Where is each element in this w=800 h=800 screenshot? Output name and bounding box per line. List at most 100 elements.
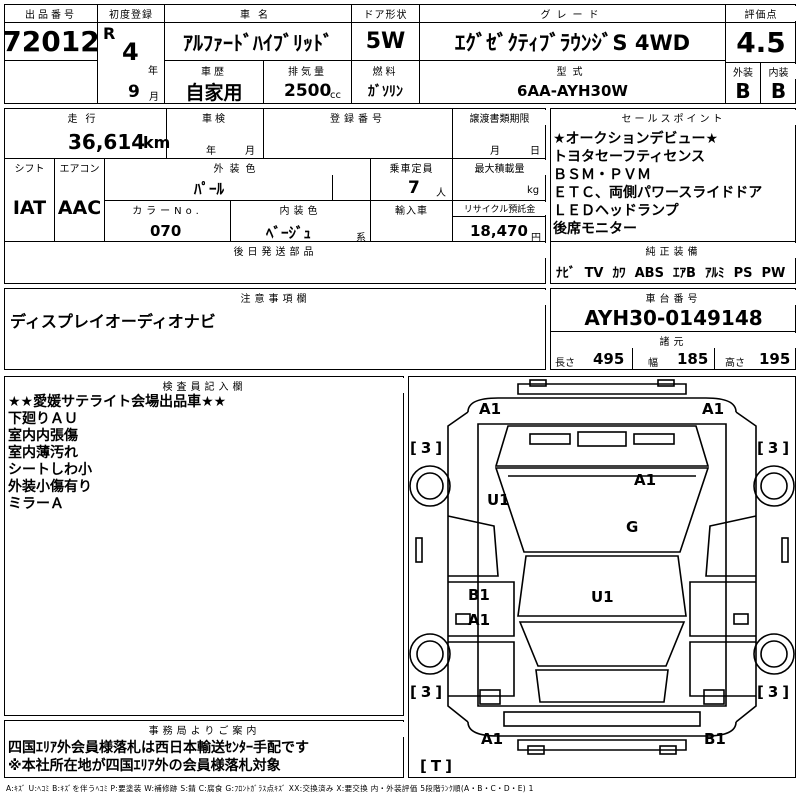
equip-item: ｴｱB <box>673 266 696 281</box>
reg-month: 9 <box>128 82 140 102</box>
chassis-label: 車台番号 <box>551 290 796 305</box>
history: 自家用 <box>185 81 243 104</box>
door-label: ドア形状 <box>352 6 419 21</box>
int-color-suffix: 系 <box>356 233 366 244</box>
width: 185 <box>677 350 709 368</box>
displacement-label: 排気量 <box>264 63 351 78</box>
exterior-score: B <box>735 79 751 103</box>
transfer-month-unit: 月 <box>490 146 500 157</box>
sales-item: 後席モニター <box>553 221 637 237</box>
chassis-number: AYH30-0149148 <box>584 306 763 330</box>
model: 6AA-AYH30W <box>517 82 628 100</box>
inspector-label: 検査員記入欄 <box>5 378 404 393</box>
mark-front-left: A1 <box>479 400 502 418</box>
inspector-line: 室内内張傷 <box>8 428 78 444</box>
history-label: 車歴 <box>165 63 263 78</box>
office-line: ※本社所在地が四国ｴﾘｱ外の会員様落札対象 <box>8 758 281 774</box>
legend: A:ｷｽﾞ U:ﾍｺﾐ B:ｷｽﾞを伴うﾍｺﾐ P:要塗装 W:補修跡 S:錆 … <box>6 784 534 793</box>
model-label: 型式 <box>420 63 725 78</box>
inspector-line: シートしわ小 <box>8 462 92 478</box>
inspector-notes: ★★愛媛サテライト会場出品車★★ 下廻りＡＵ 室内内張傷 室内薄汚れ シートしわ… <box>8 394 226 513</box>
km-unit: km <box>143 133 171 152</box>
equipment-list: ﾅﾋﾞ TV ｶﾜ ABS ｴｱB ｱﾙﾐ PS PW <box>556 262 785 281</box>
height-label: 高さ <box>725 358 745 369</box>
mileage-label: 走行 <box>5 110 166 125</box>
equip-item: PS <box>733 266 753 281</box>
mark-rear-left: A1 <box>481 730 504 748</box>
car-diagram <box>409 379 795 755</box>
notes-text: ディスプレイオーディオナビ <box>10 312 216 331</box>
inspector-line: ミラーＡ <box>8 496 64 512</box>
inspector-line: 下廻りＡＵ <box>8 411 78 427</box>
inspector-box <box>4 376 404 716</box>
load-label: 最大積載量 <box>453 160 546 175</box>
era: R <box>103 24 116 43</box>
interior-label: 内装 <box>761 64 796 79</box>
lot-no-label: 出品番号 <box>5 6 97 21</box>
capacity: 7 <box>408 178 420 198</box>
mark-rear-right: B1 <box>704 730 726 748</box>
grade-label: グレード <box>420 6 725 21</box>
car-name: ｱﾙﾌｧｰﾄﾞﾊｲﾌﾞﾘｯﾄﾞ <box>183 31 333 55</box>
reg-year: 4 <box>122 38 139 66</box>
equip-item: ﾅﾋﾞ <box>556 266 576 281</box>
import-label: 輸入車 <box>371 202 452 217</box>
interior-color: ﾍﾞｰｼﾞｭ <box>266 224 312 242</box>
color-no-label: カラーNo. <box>105 202 230 217</box>
equip-item: ABS <box>634 266 664 281</box>
shift-label: シフト <box>5 160 54 175</box>
transfer-label: 譲渡書類期限 <box>453 110 546 125</box>
year-unit: 年 <box>148 66 158 77</box>
cc-unit: cc <box>330 90 341 101</box>
color-number: 070 <box>150 222 182 240</box>
shift: IAT <box>12 197 47 219</box>
mark-left-rear-upper: B1 <box>468 586 490 604</box>
mark-front-right: A1 <box>702 400 725 418</box>
equip-item: ｱﾙﾐ <box>705 266 725 281</box>
ac-label: エアコン <box>55 160 104 175</box>
tire-front-left: [3] <box>410 439 447 457</box>
grade: ｴｸﾞｾﾞｸﾃｨﾌﾞﾗｳﾝｼﾞS 4WD <box>454 30 691 55</box>
equip-label: 純正装備 <box>551 243 796 258</box>
mileage: 36,614 <box>68 130 146 154</box>
recycle-fee: 18,470 <box>470 222 528 240</box>
capacity-label: 乗車定員 <box>371 160 452 175</box>
exterior-label: 外装 <box>726 64 760 79</box>
first-reg-label: 初度登録 <box>98 6 164 21</box>
tire-front-right: [3] <box>757 439 794 457</box>
exterior-color: ﾊﾟｰﾙ <box>194 180 225 198</box>
height: 195 <box>759 350 791 368</box>
tire-rear-right: [3] <box>757 683 794 701</box>
sales-item: ★オークションデビュー★ <box>553 131 719 147</box>
sales-item: トヨタセーフティセンス <box>553 149 706 165</box>
month-unit: 月 <box>149 92 159 103</box>
tire-rear-left: [3] <box>410 683 447 701</box>
width-label: 幅 <box>648 358 658 369</box>
color-label: 外装色 <box>105 160 370 175</box>
kg-unit: kg <box>527 185 540 196</box>
office-line: 四国ｴﾘｱ外会員様落札は西日本輸送ｾﾝﾀｰ手配です <box>8 740 309 756</box>
mark-left-front-door: U1 <box>487 491 510 509</box>
person-unit: 人 <box>436 188 446 199</box>
sales-item: ＢＳＭ・ＰＶＭ <box>553 167 651 183</box>
office-label: 事務局よりご案内 <box>5 722 404 737</box>
equip-item: PW <box>761 266 786 281</box>
car-name-label: 車名 <box>165 6 351 21</box>
mark-left-rear-lower: A1 <box>468 611 491 629</box>
score: 4.5 <box>736 26 786 59</box>
equip-item: ｶﾜ <box>612 266 626 281</box>
plate-label: 登録番号 <box>264 110 452 125</box>
sales-item: ＥＴＣ、両側パワースライドドア <box>553 185 763 201</box>
interior-score: B <box>770 79 787 103</box>
tire-spare: [T] <box>420 757 456 775</box>
equip-item: TV <box>584 266 604 281</box>
lot-number: 72012 <box>2 25 100 58</box>
sales-points: ★オークションデビュー★ トヨタセーフティセンス ＢＳＭ・ＰＶＭ ＥＴＣ、両側パ… <box>553 130 762 238</box>
dims-label: 諸元 <box>551 333 796 348</box>
insp-month-unit: 月 <box>245 146 255 157</box>
sales-item: ＬＥＤヘッドランプ <box>553 203 679 219</box>
car-diagram-box <box>408 376 796 778</box>
later-parts-label: 後日発送部品 <box>5 243 546 258</box>
notes-label: 注意事項欄 <box>5 290 546 305</box>
transfer-day-unit: 日 <box>530 146 540 157</box>
